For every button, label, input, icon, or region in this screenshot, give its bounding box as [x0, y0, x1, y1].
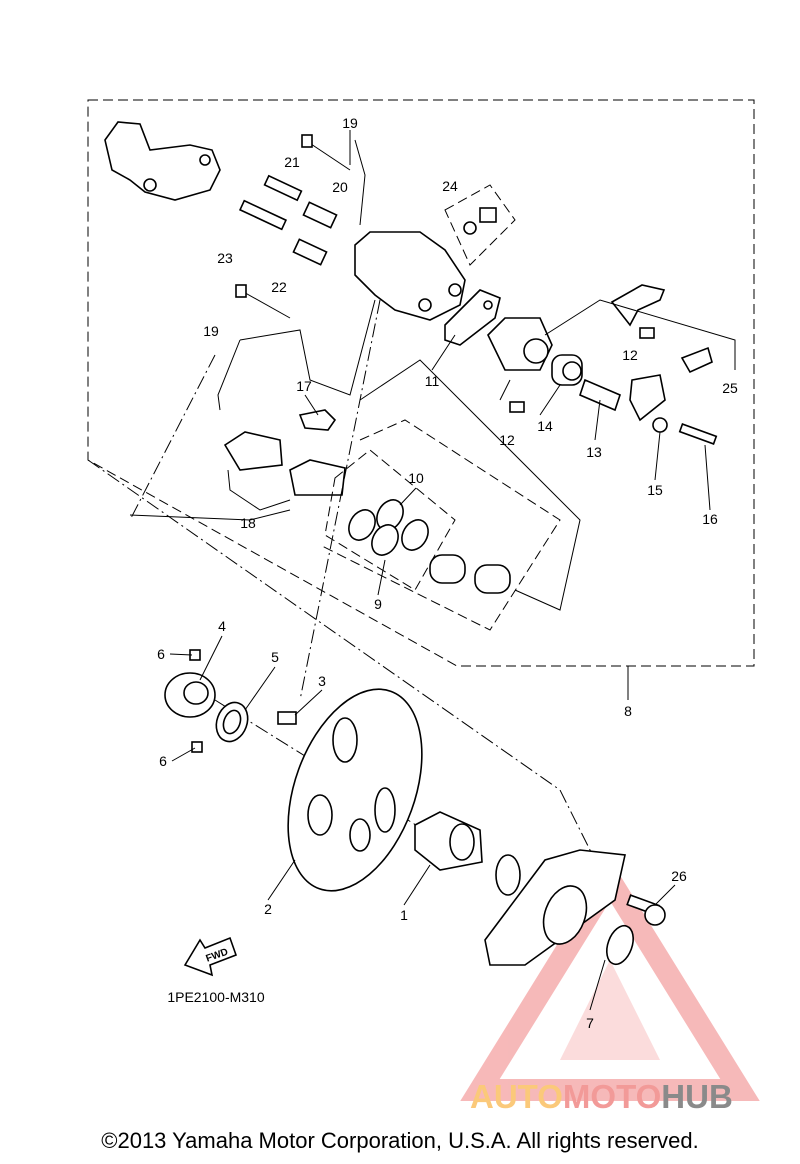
callout: 24 — [442, 178, 458, 194]
callout: 12 — [622, 347, 638, 363]
callout: 22 — [271, 279, 287, 295]
caliper-body — [354, 231, 466, 321]
callout: 19 — [203, 323, 219, 339]
copyright-notice: ©2013 Yamaha Motor Corporation, U.S.A. A… — [101, 1128, 699, 1153]
callout: 25 — [722, 380, 738, 396]
caliper-bracket — [104, 121, 221, 201]
callout: 10 — [408, 470, 424, 486]
watermark-text: AUTOMOTOHUB — [470, 1078, 733, 1116]
callout: 14 — [537, 418, 553, 434]
callout: 17 — [296, 378, 312, 394]
callout: 4 — [218, 618, 226, 634]
watermark-auto: AUTO — [470, 1078, 563, 1115]
callout: 15 — [647, 482, 663, 498]
callout: 18 — [240, 515, 256, 531]
callout-labels: 19 21 20 24 23 22 19 11 12 25 17 12 14 1… — [157, 115, 738, 1031]
callout: 19 — [342, 115, 358, 131]
callout: 9 — [374, 596, 382, 612]
callout: 21 — [284, 154, 300, 170]
callout: 16 — [702, 511, 718, 527]
callout: 23 — [217, 250, 233, 266]
drawing-code: 1PE2100-M310 — [167, 989, 265, 1005]
callout: 8 — [624, 703, 632, 719]
watermark-logo — [460, 859, 760, 1101]
watermark-hub: HUB — [661, 1078, 733, 1115]
pins — [235, 134, 351, 319]
callout: 26 — [671, 868, 687, 884]
callout: 5 — [271, 649, 279, 665]
caliper-assembly-boundary — [87, 99, 755, 667]
callout: 6 — [157, 646, 165, 662]
fwd-arrow: FWD — [183, 936, 238, 977]
watermark-moto: MOTO — [562, 1078, 662, 1115]
callout: 2 — [264, 901, 272, 917]
callout: 7 — [586, 1015, 594, 1031]
callout: 1 — [400, 907, 408, 923]
callout: 6 — [159, 753, 167, 769]
brake-disc — [287, 688, 423, 892]
callout: 3 — [318, 673, 326, 689]
callout: 13 — [586, 444, 602, 460]
callout: 20 — [332, 179, 348, 195]
callout: 12 — [499, 432, 515, 448]
callout: 11 — [425, 373, 440, 389]
